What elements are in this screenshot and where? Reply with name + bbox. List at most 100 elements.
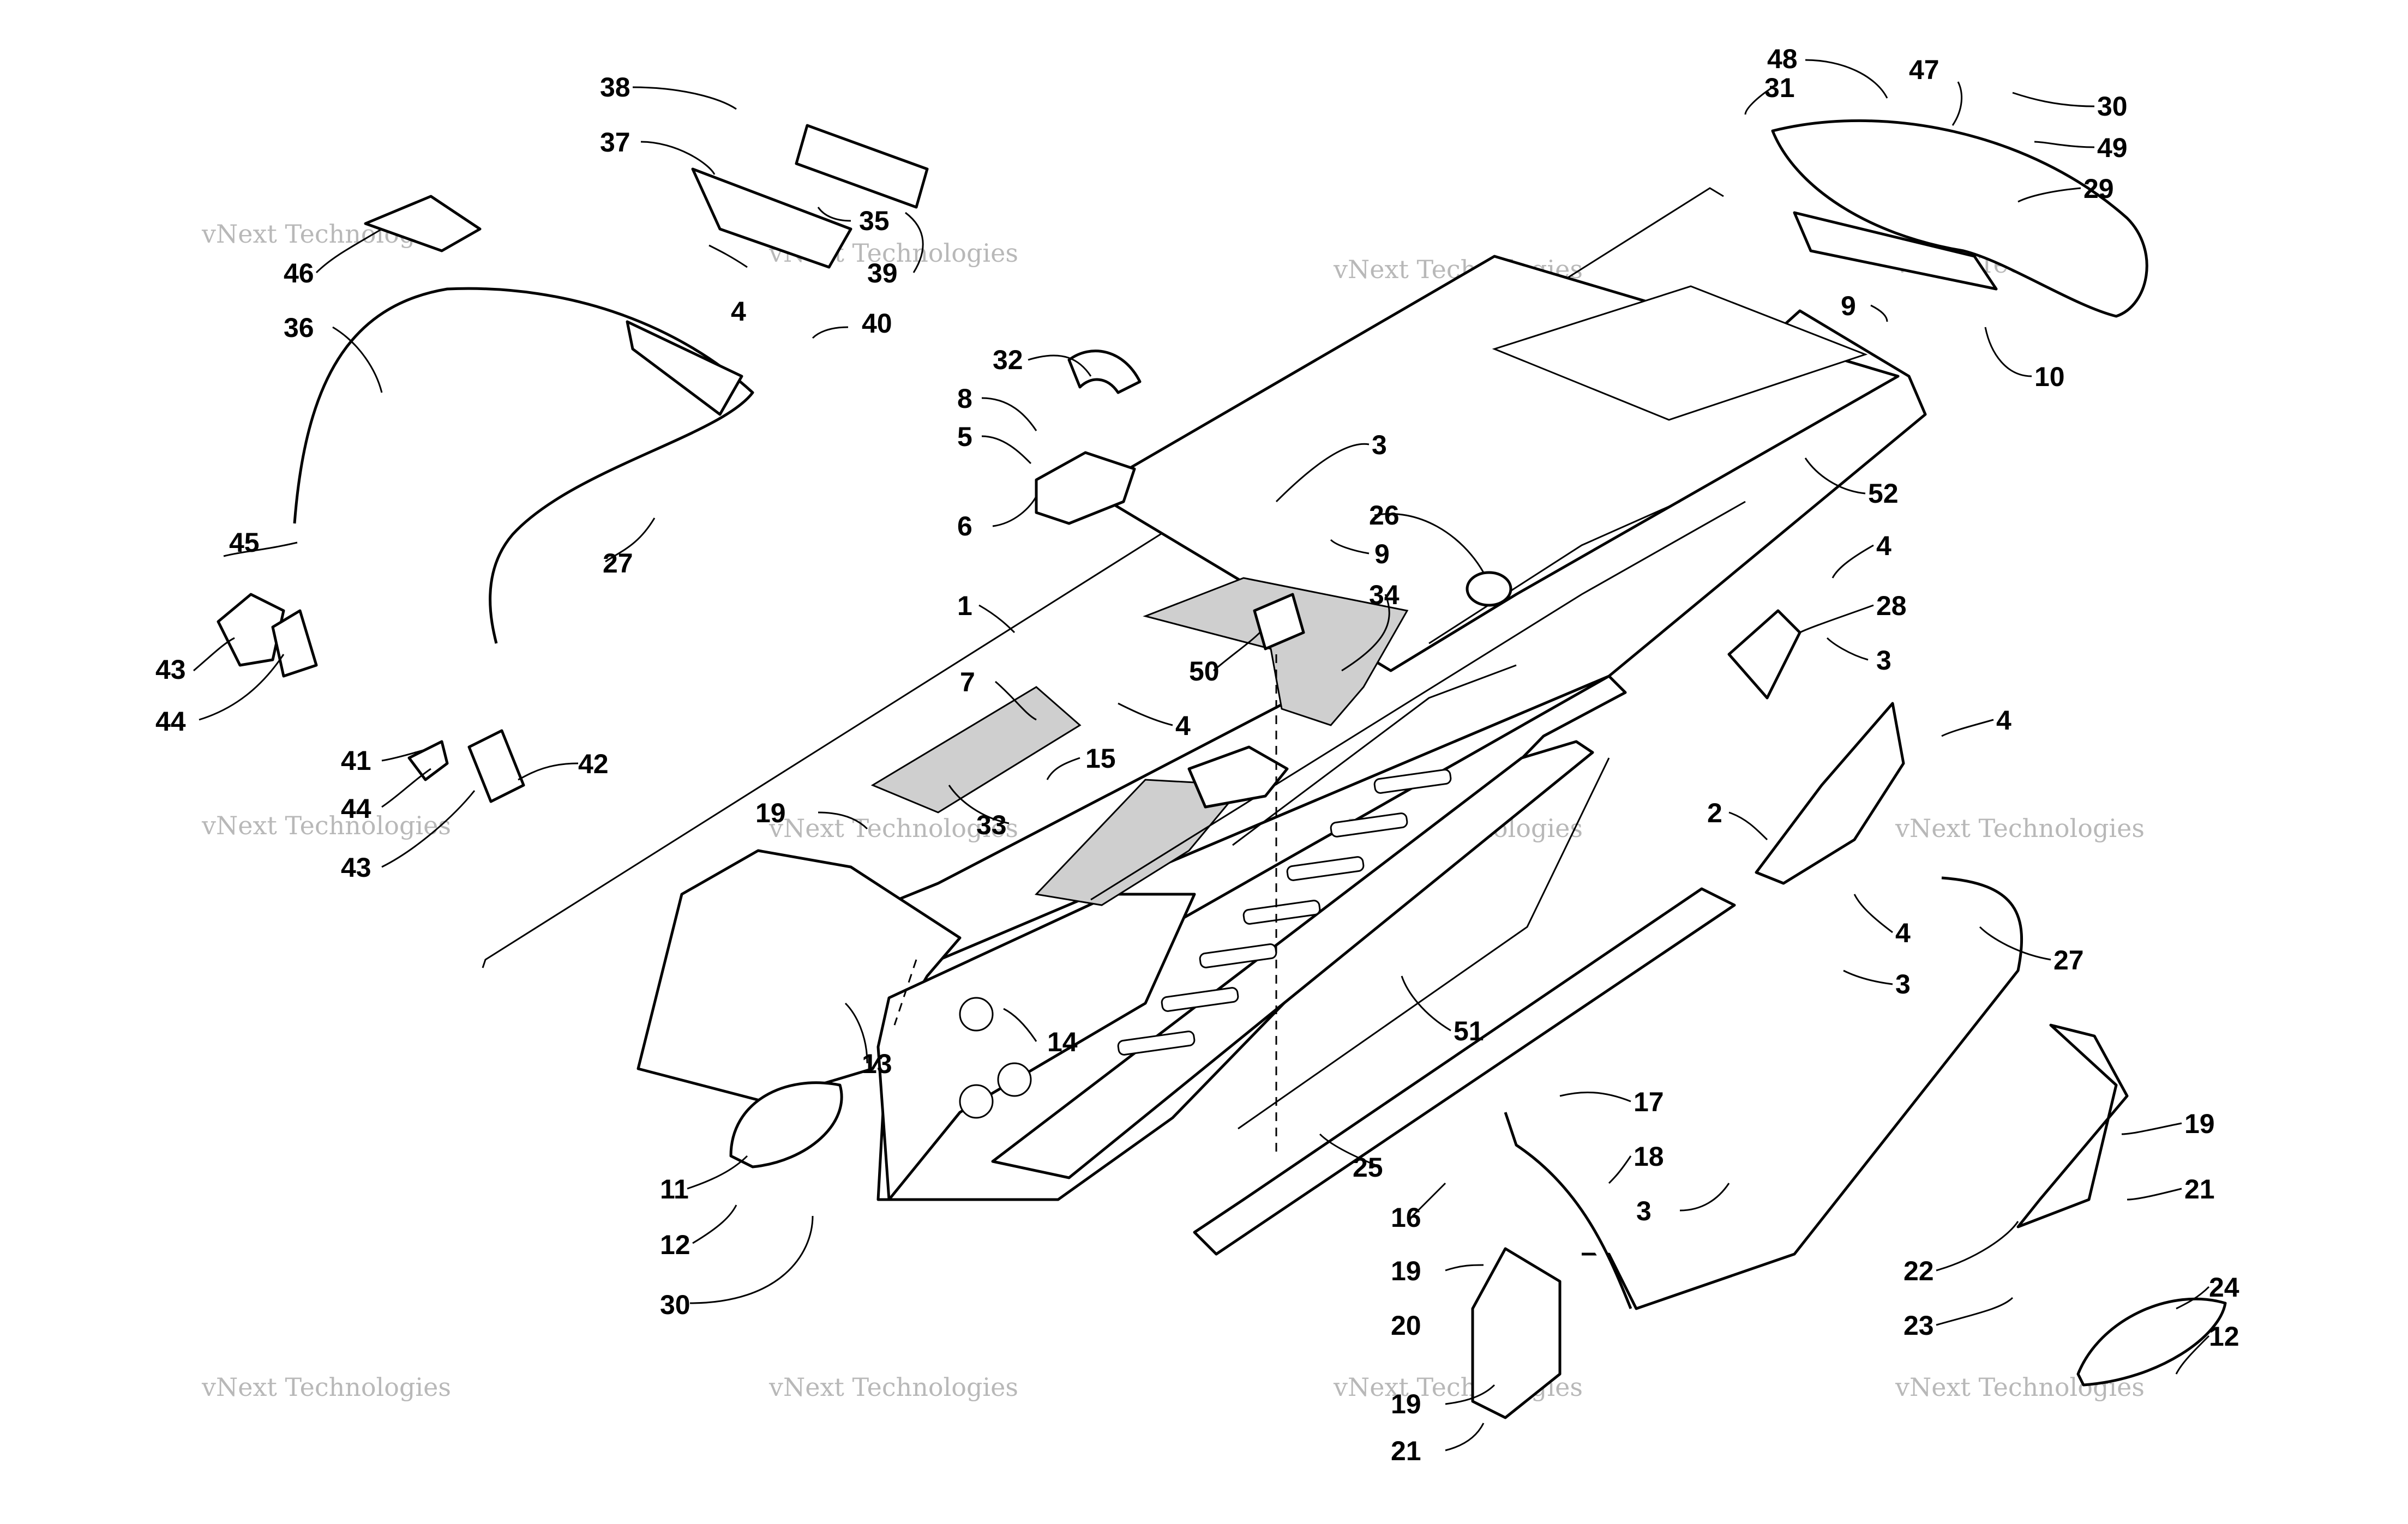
flap-bracket-39 [795, 124, 929, 209]
running-board [991, 740, 1594, 1179]
callout-6: 6 [957, 511, 972, 541]
callout-19: 19 [1391, 1389, 1421, 1419]
callout-19: 19 [1391, 1256, 1421, 1286]
seat-mat-34 [1143, 577, 1409, 726]
callout-labels: 38 37 35 39 46 36 4 40 45 27 43 44 41 42… [155, 44, 2239, 1466]
callout-31: 31 [1764, 73, 1795, 103]
cup-24 [2076, 1297, 2227, 1387]
running-board-slots [1117, 769, 1452, 1056]
callout-12: 12 [2209, 1321, 2239, 1352]
callout-16: 16 [1391, 1202, 1421, 1233]
callout-44: 44 [341, 793, 371, 824]
tunnel-chassis [636, 255, 1927, 1201]
callout-42: 42 [578, 749, 609, 779]
cover-32 [1067, 350, 1142, 394]
callout-48: 48 [1767, 44, 1798, 74]
callout-34: 34 [1369, 580, 1400, 610]
callout-25: 25 [1353, 1152, 1383, 1183]
callout-26: 26 [1369, 500, 1400, 531]
callout-17: 17 [1634, 1087, 1664, 1117]
rear-plate-2 [1755, 702, 1905, 885]
bumper-grab-plate [626, 320, 743, 416]
end-cap-46 [364, 195, 482, 252]
callout-3: 3 [1876, 645, 1891, 676]
callout-35: 35 [859, 206, 890, 236]
lightening-hole [959, 1084, 994, 1119]
callout-4: 4 [731, 296, 746, 327]
callout-23: 23 [1903, 1310, 1934, 1341]
foot-plate-22 [2016, 1023, 2129, 1228]
callout-10: 10 [2034, 362, 2065, 392]
side-rail-27 [1582, 876, 2023, 1310]
mat-33 [870, 686, 1082, 814]
cup-11 [729, 1081, 843, 1168]
watermark: vNext Technologies [768, 1372, 1018, 1402]
watermark: vNext Technologies [201, 1372, 451, 1402]
callout-43: 43 [155, 654, 186, 685]
bumper-26 [1466, 571, 1512, 607]
strip-51 [1238, 757, 1610, 1130]
mount-6 [1035, 451, 1136, 525]
callout-19: 19 [755, 798, 786, 828]
callout-30: 30 [2097, 91, 2128, 122]
callout-30: 30 [660, 1290, 690, 1320]
callout-3: 3 [1895, 969, 1911, 999]
callout-51: 51 [1454, 1016, 1484, 1046]
watermark: vNext Technologies [768, 814, 1018, 843]
callout-45: 45 [229, 527, 260, 558]
shield-28 [1727, 609, 1802, 700]
assembly-boundary-line [482, 187, 1724, 968]
watermark: vNext Technologies [1895, 814, 2145, 843]
side-decal-stripe [1232, 664, 1517, 846]
tube-17 [1504, 1112, 1632, 1309]
callout-27: 27 [2053, 945, 2084, 975]
callout-47: 47 [1909, 55, 1939, 85]
callout-3: 3 [1636, 1196, 1652, 1226]
side-panel-left [876, 893, 1196, 1201]
bracket-44-lower [407, 740, 449, 781]
callout-21: 21 [1391, 1436, 1421, 1466]
rail-25 [1193, 887, 1736, 1256]
callout-4: 4 [1996, 705, 2011, 736]
bracket-43-lower [467, 729, 525, 803]
rear-flap-29 [1771, 119, 2148, 318]
callout-33: 33 [976, 810, 1007, 840]
callout-8: 8 [957, 383, 972, 414]
flap-plate-37 [691, 167, 852, 269]
callout-41: 41 [341, 745, 371, 776]
callout-1: 1 [957, 591, 972, 621]
callout-49: 49 [2097, 132, 2128, 163]
callout-20: 20 [1391, 1310, 1421, 1341]
guard-20 [1471, 1247, 1562, 1419]
callout-15: 15 [1085, 743, 1116, 774]
callout-28: 28 [1876, 591, 1907, 621]
callout-12: 12 [660, 1230, 690, 1260]
callout-43: 43 [341, 852, 371, 883]
callout-37: 37 [600, 127, 630, 158]
callout-44: 44 [155, 706, 186, 737]
tunnel-access-panel [1492, 285, 1868, 421]
callout-27: 27 [603, 548, 633, 579]
callout-38: 38 [600, 72, 630, 103]
leader-lines [193, 59, 2210, 1451]
callout-29: 29 [2083, 173, 2114, 204]
callout-14: 14 [1047, 1027, 1078, 1057]
callout-4: 4 [1175, 710, 1191, 741]
callout-46: 46 [284, 258, 314, 288]
callout-39: 39 [867, 258, 898, 288]
callout-19: 19 [2184, 1109, 2215, 1139]
flap-bracket-10 [1793, 211, 1998, 291]
mat-33b [1034, 779, 1246, 906]
callout-32: 32 [993, 345, 1023, 375]
rear-bumper-36 [293, 287, 754, 644]
callout-2: 2 [1707, 798, 1722, 828]
callout-3: 3 [1372, 430, 1387, 460]
callout-52: 52 [1868, 478, 1899, 509]
alignment-line [893, 959, 917, 1026]
block-50 [1253, 593, 1305, 650]
lightening-hole [997, 1062, 1032, 1097]
callout-13: 13 [862, 1049, 892, 1079]
callout-36: 36 [284, 312, 314, 343]
callout-9: 9 [1841, 291, 1856, 321]
